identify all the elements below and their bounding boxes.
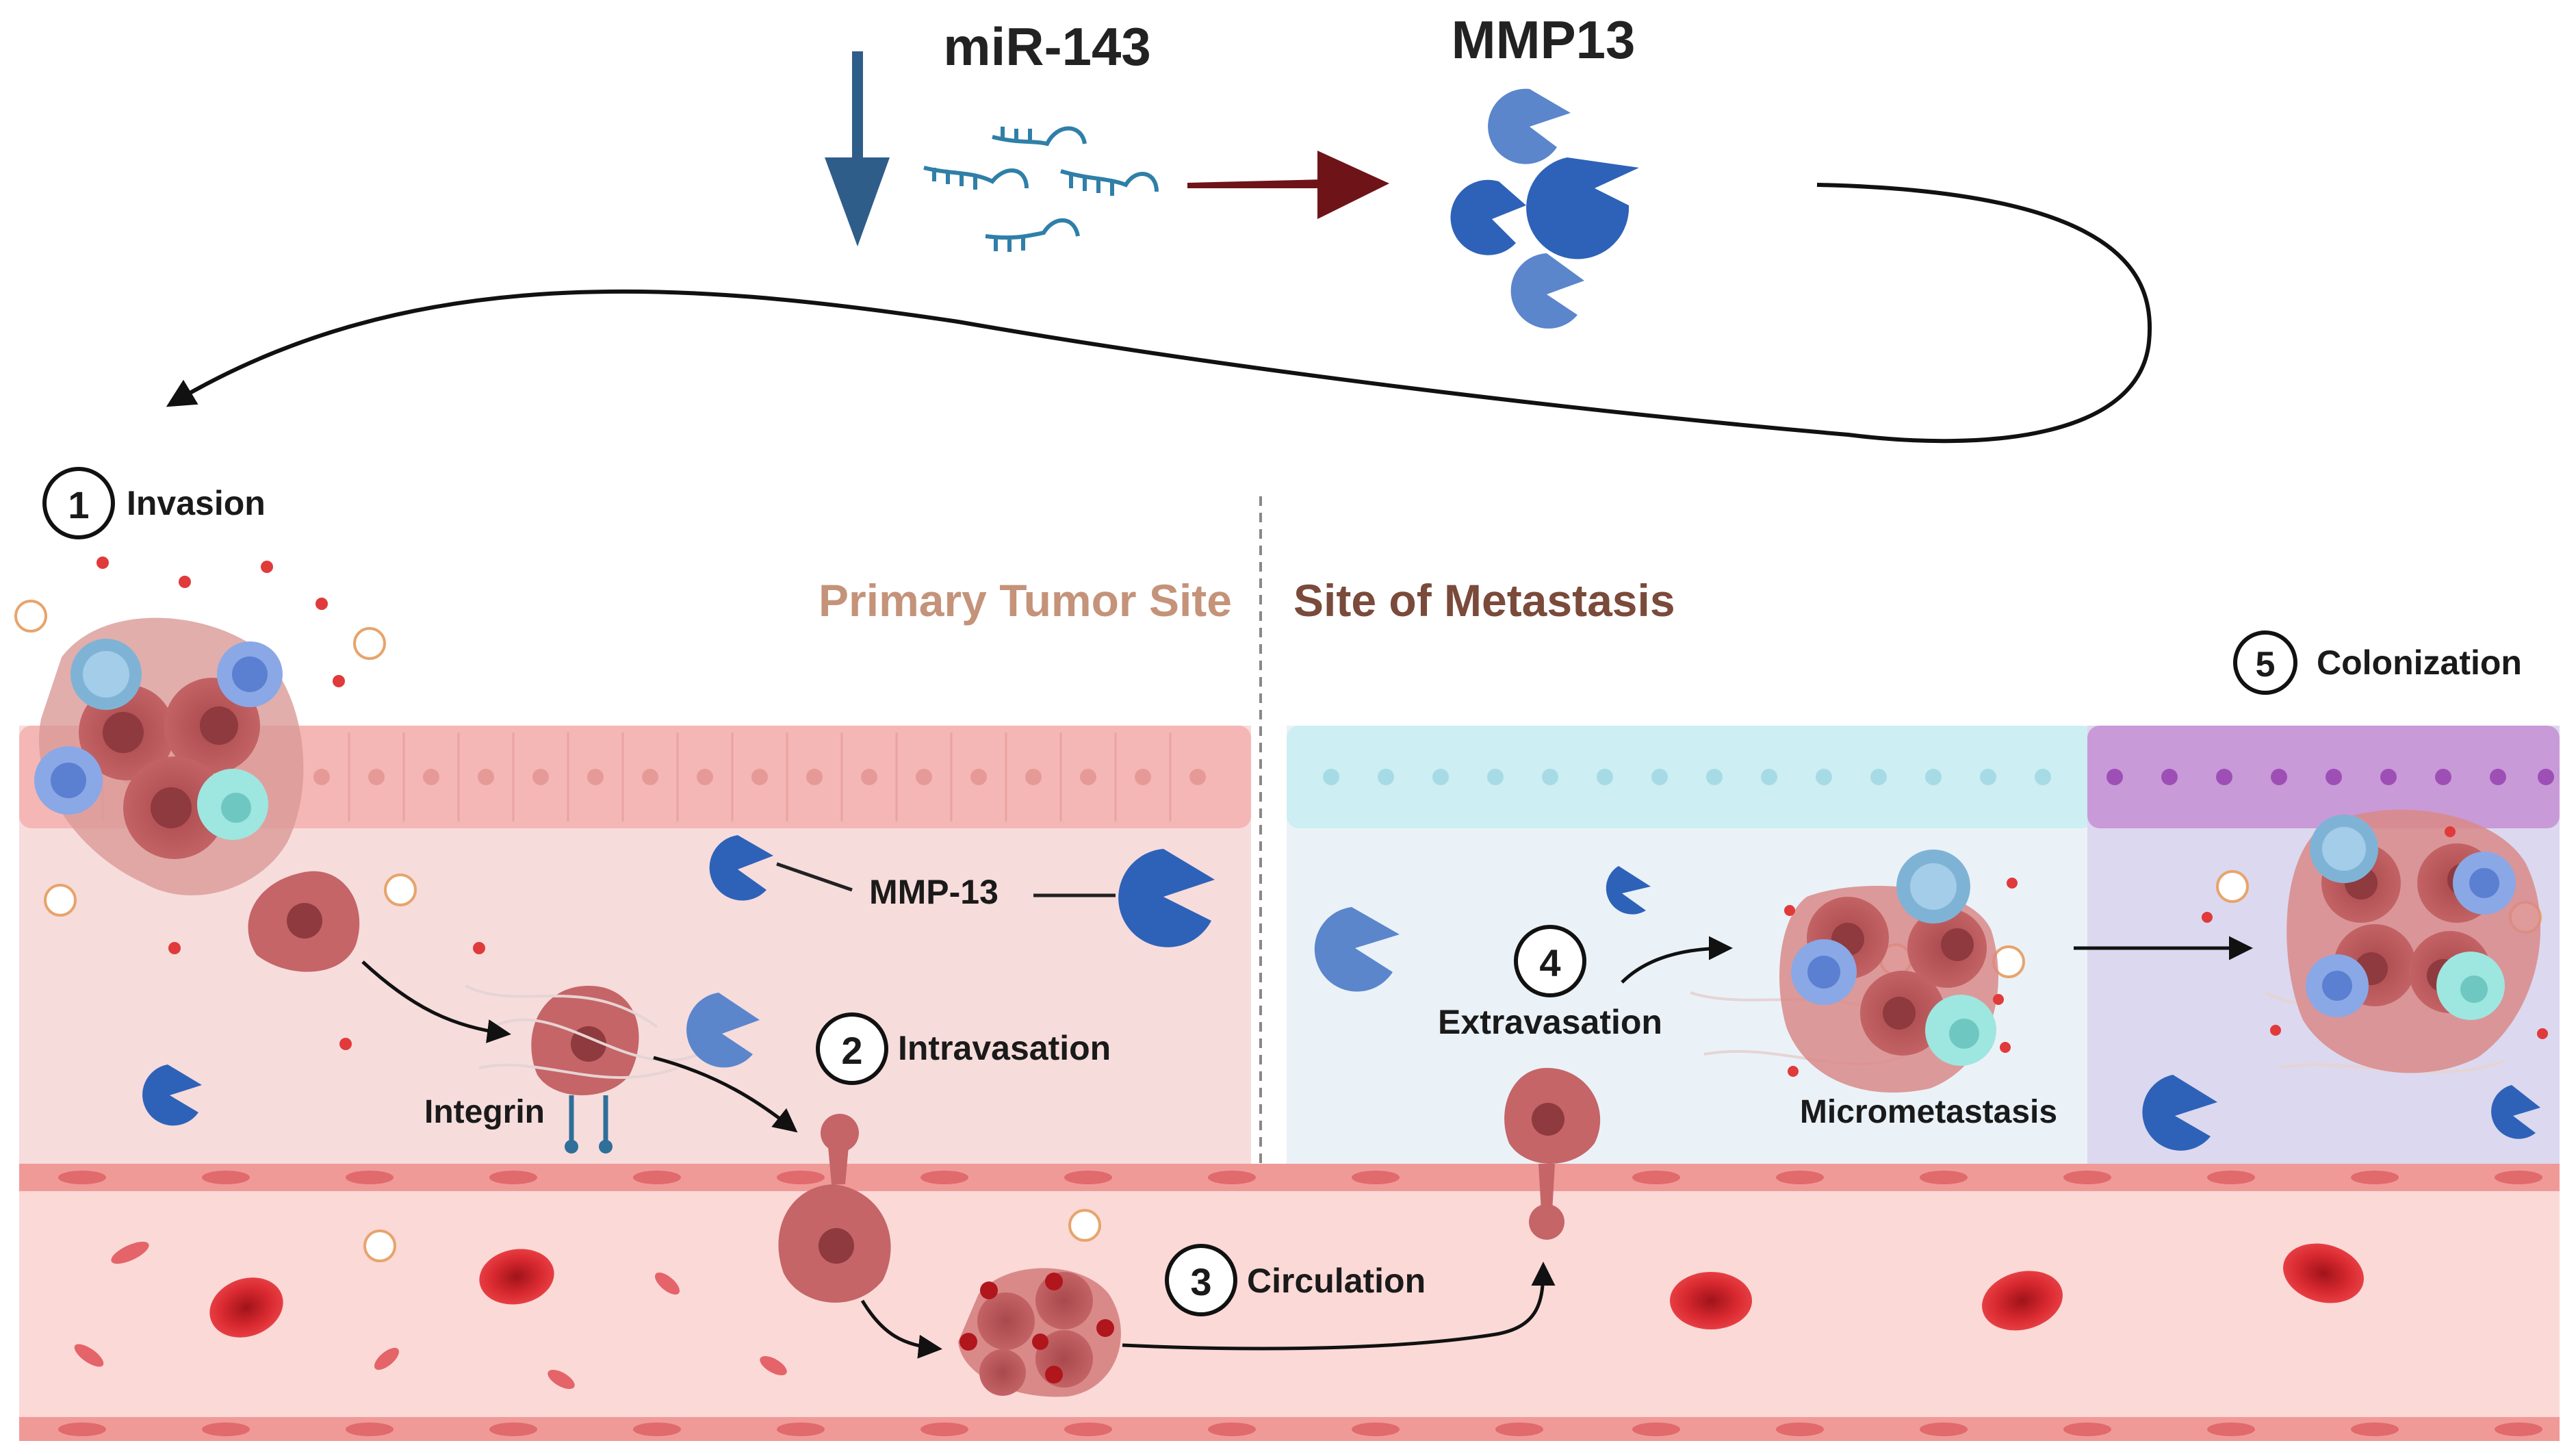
intravasation-arrow xyxy=(653,1056,798,1133)
feedback-loop-arrow xyxy=(166,183,2152,444)
mmp13-inline-label: MMP-13 xyxy=(869,873,999,911)
tumor-cell xyxy=(248,871,360,972)
red-blood-cells xyxy=(74,1241,2364,1389)
mmp13-enzyme-bottom-left xyxy=(142,1064,202,1126)
step-1-label: Invasion xyxy=(127,484,266,522)
mirna-label: miR-143 xyxy=(943,16,1150,77)
step-4-badge: 4 xyxy=(1514,925,1586,997)
mmp13-enzyme-mid xyxy=(686,993,760,1068)
step-1-number: 1 xyxy=(68,483,89,526)
mmp13-enzyme-meta-left xyxy=(1314,907,1400,992)
mmp13-enzyme-meta-bottom xyxy=(2142,1075,2217,1151)
blood-vessel xyxy=(19,1164,2560,1441)
micrometastasis-label: Micrometastasis xyxy=(1800,1094,2057,1130)
step-5-badge: 5 xyxy=(2233,630,2297,695)
primary-site-title: Primary Tumor Site xyxy=(819,575,1232,626)
upregulation-arrow xyxy=(1187,151,1389,219)
mmp13-label: MMP13 xyxy=(1452,10,1636,70)
step-3-number: 3 xyxy=(1190,1260,1211,1303)
primary-tumor-mass xyxy=(34,617,304,895)
mmp13-connector-left xyxy=(776,862,853,892)
micrometastasis-cluster xyxy=(1779,850,1998,1093)
integrin-label: Integrin xyxy=(424,1094,545,1130)
mmp13-enzymes-icon xyxy=(1450,88,1639,329)
step-1-badge: 1 xyxy=(42,467,115,539)
step-5-number: 5 xyxy=(2256,645,2276,685)
step-5-label: Colonization xyxy=(2317,643,2522,682)
step-2-badge: 2 xyxy=(816,1012,888,1085)
extravasation-arrow xyxy=(1621,936,1733,984)
mmp13-enzyme-large xyxy=(1118,849,1215,947)
circulating-tumor-cluster xyxy=(958,1268,1121,1397)
step-4-number: 4 xyxy=(1539,941,1560,984)
step-3-label: Circulation xyxy=(1247,1262,1426,1300)
step-2-number: 2 xyxy=(841,1029,862,1072)
invasion-arrow xyxy=(361,960,511,1043)
mmp13-enzyme-small xyxy=(709,835,773,901)
step-3-badge: 3 xyxy=(1165,1244,1237,1316)
mirna-strands-icon xyxy=(923,126,1159,252)
mmp13-enzyme-meta-small xyxy=(1606,866,1651,915)
step-4-label: Extravasation xyxy=(1438,1003,1662,1041)
mmp13-enzyme-meta-right xyxy=(2491,1085,2540,1139)
circulation-arrow xyxy=(1122,1262,1556,1351)
tumor-cell-with-integrin xyxy=(531,986,639,1153)
meta-red-dots xyxy=(1784,826,2548,1077)
colonized-tumor xyxy=(2287,809,2541,1073)
metastasis-site-title: Site of Metastasis xyxy=(1293,575,1675,626)
extravasating-tumor-cell xyxy=(1504,1068,1601,1240)
step-2-label: Intravasation xyxy=(898,1029,1111,1067)
intravasating-tumor-cell xyxy=(778,1114,891,1303)
to-circulation-arrow xyxy=(860,1299,942,1359)
mirna-downregulation-arrow xyxy=(825,51,890,246)
